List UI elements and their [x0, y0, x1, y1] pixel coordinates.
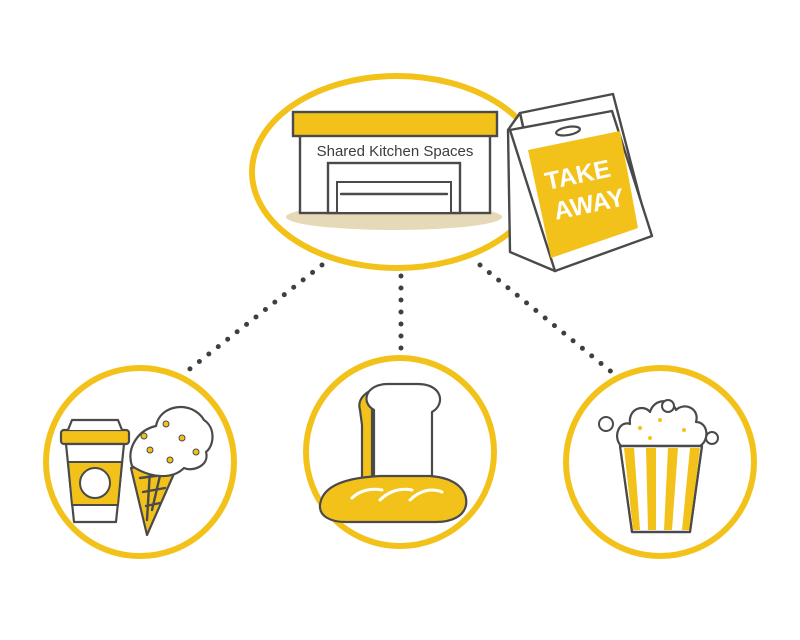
sprinkle: [166, 456, 174, 464]
cup-lid: [59, 428, 131, 446]
popcorn-dot: [648, 436, 652, 440]
bucket-stripe: [682, 448, 700, 530]
baguette-cut: [350, 487, 384, 500]
popcorn-bucket-icon: [598, 399, 719, 534]
bucket-stripe: [664, 448, 678, 530]
bucket-stripe: [646, 448, 656, 530]
building-door: [336, 181, 452, 214]
popcorn-dot: [658, 418, 662, 422]
baguette-body: [318, 474, 468, 524]
kernel: [705, 431, 719, 445]
bucket-stripe: [624, 448, 640, 530]
kernel: [661, 399, 675, 413]
kitchen-label: Shared Kitchen Spaces: [317, 143, 474, 160]
bakery-node: [303, 355, 497, 549]
bucket-outline: [618, 444, 704, 534]
bag-sign-text: TAKE AWAY: [542, 155, 627, 226]
takeaway-bag-icon: TAKE AWAY: [506, 92, 654, 273]
popcorn-dot: [682, 428, 686, 432]
cup-logo: [79, 467, 111, 499]
sprinkle: [146, 446, 154, 454]
scoop: [129, 405, 214, 478]
ice-cream-cone-icon: [129, 405, 214, 537]
bread-loaf-icon: [358, 382, 442, 486]
snacks-node: [563, 365, 757, 559]
bag-sign: [528, 131, 638, 258]
connectors: [183, 262, 617, 377]
kernel: [598, 416, 614, 432]
coffee-cup-icon: [59, 418, 131, 524]
connector-right: [477, 262, 617, 377]
sprinkle: [192, 448, 200, 456]
bag-handle: [555, 125, 581, 137]
building-icon: Shared Kitchen Spaces: [286, 110, 502, 230]
sprinkle: [140, 432, 148, 440]
cup-lid-top: [66, 418, 124, 431]
popcorn-dot: [638, 426, 642, 430]
baguette-icon: [318, 474, 468, 524]
baguette-cut: [408, 488, 444, 502]
connector-left: [183, 262, 325, 375]
sprinkle: [162, 420, 170, 428]
building-roof: [291, 110, 499, 138]
loaf-face: [365, 382, 442, 486]
kitchen-hub: Shared Kitchen Spaces: [249, 73, 545, 271]
baguette-cut: [378, 487, 414, 502]
drinks-node: [43, 365, 237, 559]
sprinkle: [178, 434, 186, 442]
